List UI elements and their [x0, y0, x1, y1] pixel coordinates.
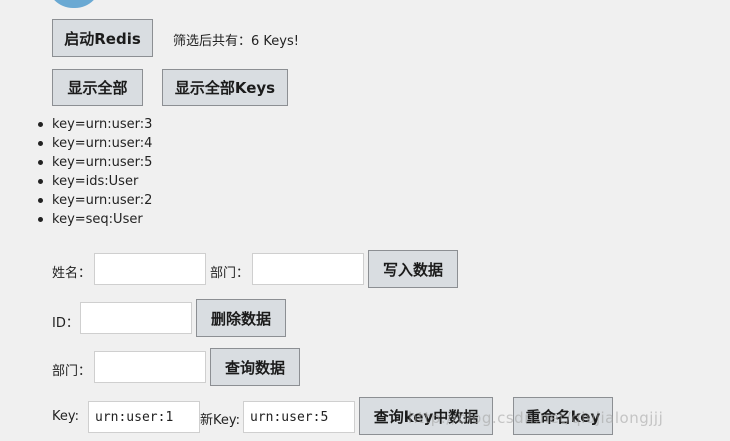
- list-item: key=urn:user:2: [36, 191, 152, 210]
- query-dept-label: 部门：: [52, 364, 92, 379]
- key-list: key=urn:user:3 key=urn:user:4 key=urn:us…: [36, 115, 152, 229]
- name-label: 姓名：: [52, 266, 92, 281]
- avatar: [47, 0, 101, 8]
- list-item: key=urn:user:3: [36, 115, 152, 134]
- list-item: key=urn:user:4: [36, 134, 152, 153]
- list-item: key=seq:User: [36, 210, 152, 229]
- bullet-icon: [38, 122, 43, 127]
- id-label: ID：: [52, 316, 79, 331]
- bullet-icon: [38, 160, 43, 165]
- bullet-icon: [38, 141, 43, 146]
- list-item: key=ids:User: [36, 172, 152, 191]
- query-data-button[interactable]: 查询数据: [210, 348, 300, 386]
- key-item-label: key=urn:user:3: [52, 117, 153, 132]
- id-input[interactable]: [80, 302, 192, 334]
- bullet-icon: [38, 217, 43, 222]
- name-input[interactable]: [94, 253, 206, 285]
- show-all-button[interactable]: 显示全部: [52, 69, 143, 106]
- key-input[interactable]: [88, 401, 200, 433]
- dept-label: 部门：: [210, 266, 250, 281]
- list-item: key=urn:user:5: [36, 153, 152, 172]
- bullet-icon: [38, 179, 43, 184]
- key-item-label: key=ids:User: [52, 174, 139, 189]
- key-item-label: key=urn:user:4: [52, 136, 153, 151]
- dept-input[interactable]: [252, 253, 364, 285]
- start-redis-button[interactable]: 启动Redis: [52, 19, 153, 57]
- show-all-keys-button[interactable]: 显示全部Keys: [162, 69, 288, 106]
- rename-key-button[interactable]: 重命名key: [513, 397, 613, 435]
- new-key-label: 新Key:: [200, 413, 241, 428]
- key-item-label: key=urn:user:5: [52, 155, 153, 170]
- query-key-data-button[interactable]: 查询key中数据: [359, 397, 493, 435]
- delete-data-button[interactable]: 删除数据: [196, 299, 286, 337]
- key-item-label: key=urn:user:2: [52, 193, 153, 208]
- bullet-icon: [38, 198, 43, 203]
- watermark-text: http://blog.csdn.net/qiujialongjjj: [408, 409, 664, 427]
- new-key-input[interactable]: [243, 401, 355, 433]
- filter-result-text: 筛选后共有：6 Keys!: [173, 34, 299, 49]
- key-label: Key:: [52, 409, 80, 424]
- key-item-label: key=seq:User: [52, 212, 143, 227]
- query-dept-input[interactable]: [94, 351, 206, 383]
- write-data-button[interactable]: 写入数据: [368, 250, 458, 288]
